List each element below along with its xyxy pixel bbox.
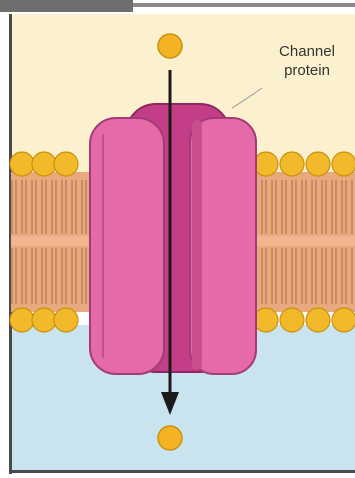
solute-molecule-inside [158, 426, 182, 450]
solute-molecule-outside [158, 34, 182, 58]
phospholipid-head [332, 308, 355, 332]
phospholipid-head [306, 152, 330, 176]
label-line-2: protein [262, 61, 352, 80]
phospholipid-head [54, 308, 78, 332]
phospholipid-head [32, 152, 56, 176]
phospholipid-head [254, 308, 278, 332]
phospholipid-head [306, 308, 330, 332]
phospholipid-head [54, 152, 78, 176]
channel-left-subunit [90, 118, 164, 374]
phospholipid-head [254, 152, 278, 176]
label-line-1: Channel [262, 42, 352, 61]
channel-protein-label: Channel protein [262, 42, 352, 80]
channel-protein [90, 104, 256, 374]
top-right-bar [133, 3, 355, 7]
phospholipid-head [32, 308, 56, 332]
phospholipid-head [332, 152, 355, 176]
phospholipid-head [10, 308, 34, 332]
phospholipid-head [280, 152, 304, 176]
top-left-bar [0, 0, 133, 12]
right-subunit-groove [192, 120, 202, 370]
bottom-frame-line [9, 470, 355, 473]
phospholipid-head [280, 308, 304, 332]
phospholipid-head [10, 152, 34, 176]
